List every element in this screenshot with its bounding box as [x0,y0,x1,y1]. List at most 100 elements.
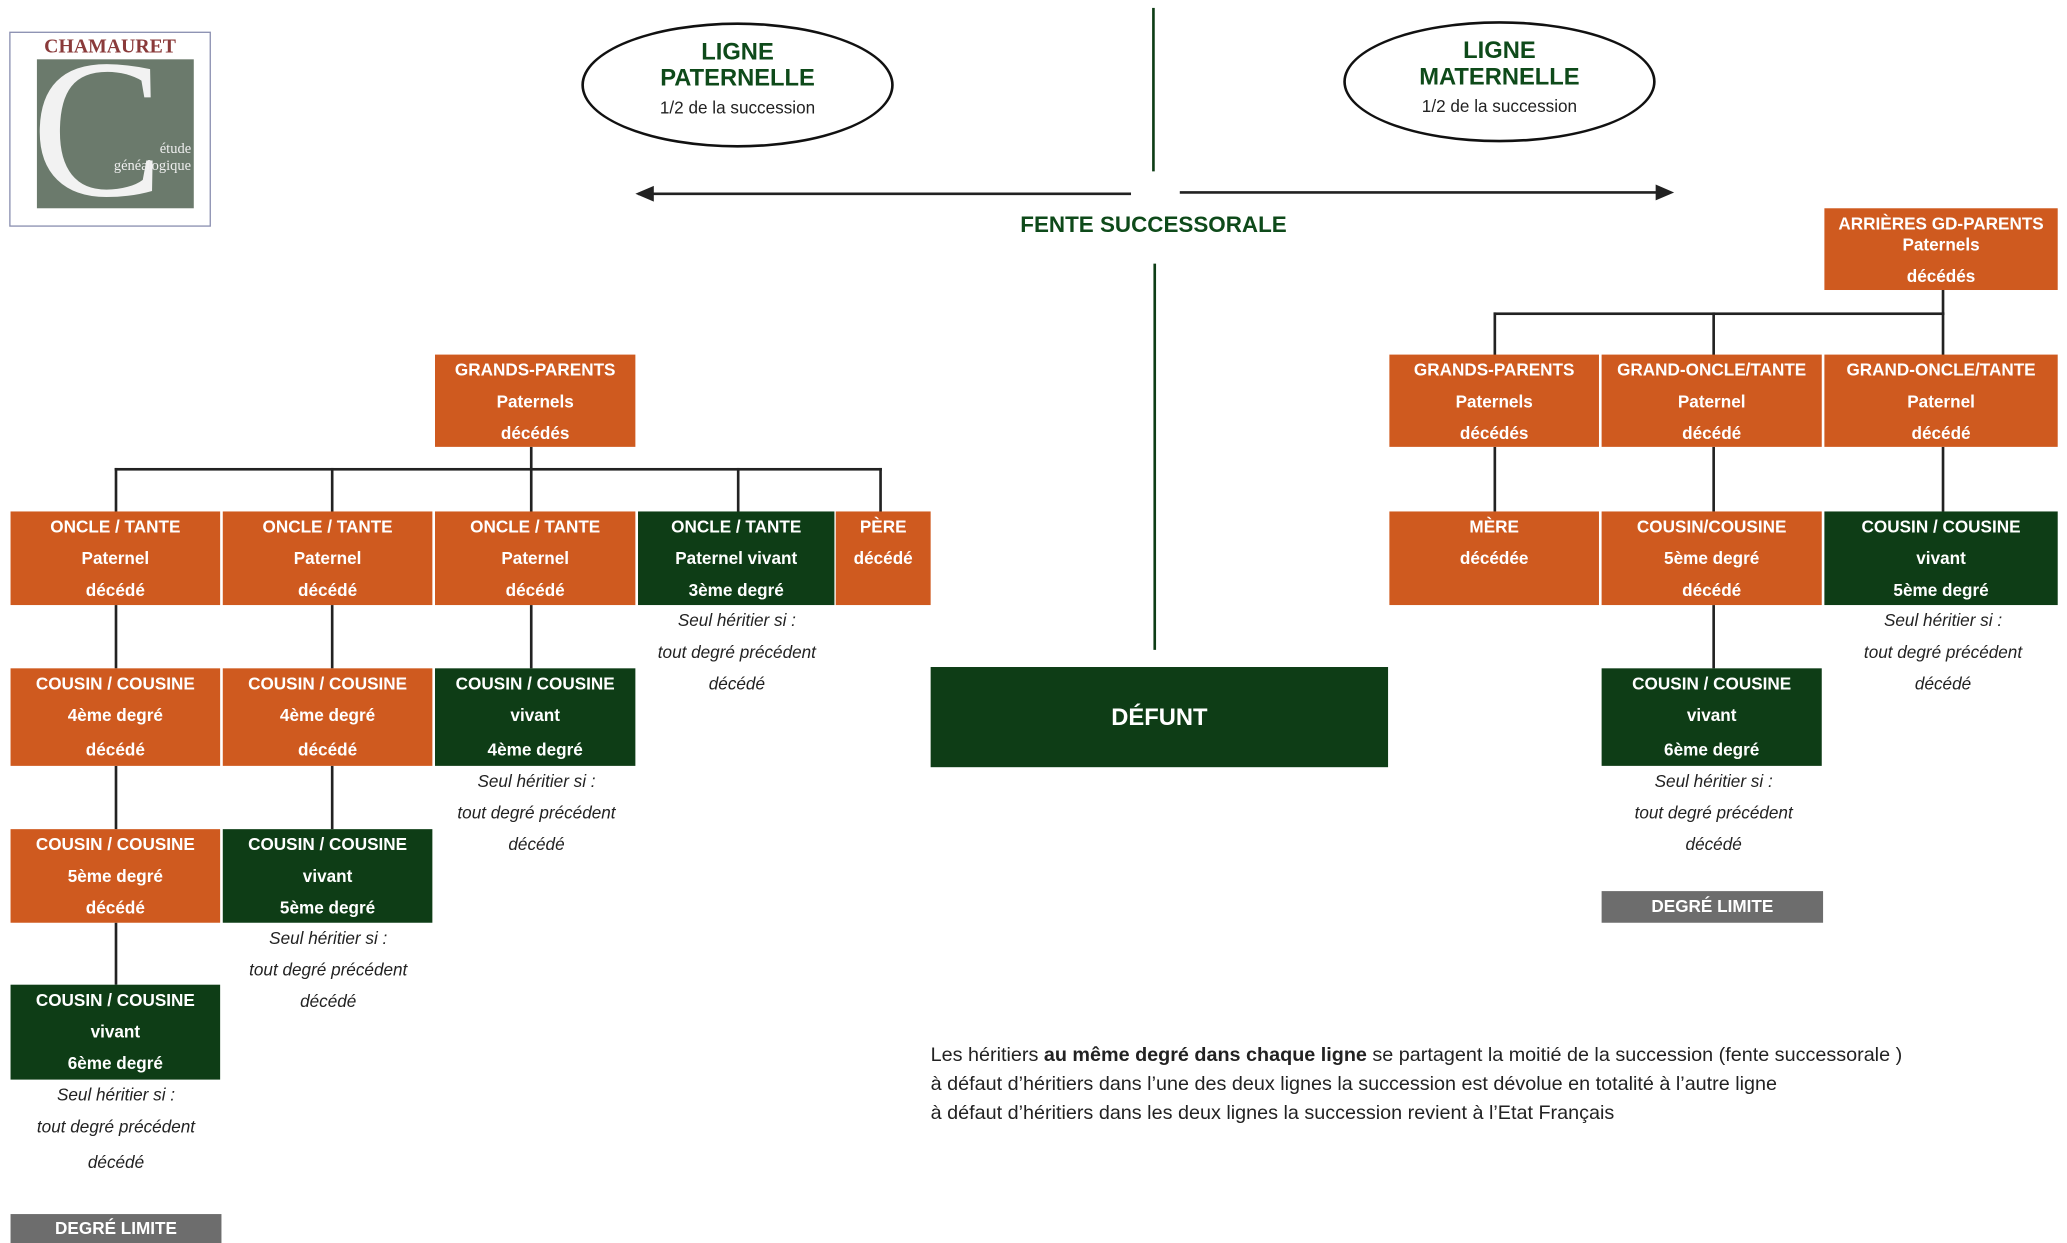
oncle-tante-box-1: ONCLE / TANTE Paternel décédé [10,511,221,606]
box-text-line: COUSIN/COUSINE [1636,516,1787,537]
box-text-line: ONCLE / TANTE [470,516,601,537]
legend-line-3: à défaut d’héritiers dans les deux ligne… [930,1102,1615,1125]
box-text-line: décédé [298,739,358,760]
box-text-line: décédé [853,548,913,569]
box-text-line: Seul héritier si : [677,610,796,631]
box-text-line: Paternel [501,548,570,569]
oncle-tante-box-3: ONCLE / TANTE Paternel décédé [435,511,636,606]
center-divider-top [1152,7,1155,172]
box-text-line: décédé [85,897,145,918]
box-text-line: décédé [87,1152,145,1172]
note-cousin-6-vivant-maternal: Seul héritier si : tout degré précédent dé… [1606,766,1822,861]
legend-line-2: à défaut d’héritiers dans l’une des deux… [930,1073,1778,1096]
box-text-line: COUSIN / COUSINE [455,673,615,694]
box-text-line: décédé [298,580,358,600]
maternal-line-ellipse: LIGNE MATERNELLE 1/2 de la succession [1343,21,1656,143]
box-text-line: COUSIN / COUSINE [1632,673,1792,694]
paternal-line-ellipse: LIGNE PATERNELLE 1/2 de la succession [581,22,894,148]
box-text-line: décédé [708,673,765,694]
degre-limite-maternal: DEGRÉ LIMITE [1601,891,1824,923]
connector-line [529,467,533,513]
connector-line [114,467,118,513]
box-text-line: Paternels [1455,391,1533,412]
connector-line [1712,312,1715,356]
connector-line [330,467,334,513]
box-text-line: décédés [500,423,570,443]
legend: Les héritiers au même degré dans chaque … [931,1041,2051,1128]
box-text-line: GRANDS-PARENTS [454,359,616,380]
connector-line [114,467,882,471]
connector-line [529,446,533,471]
box-text-line: COUSIN / COUSINE [35,834,195,855]
box-text-line: COUSIN / COUSINE [35,989,195,1010]
box-text-line: décédés [1906,266,1976,287]
box-text-line: décédé [508,834,565,855]
box-text-line: décédé [300,991,357,1012]
box-text-line: ONCLE / TANTE [262,516,393,537]
fente-arrows [635,184,1675,202]
logo-g-icon: C [31,19,164,239]
degre-limite-paternal: DEGRÉ LIMITE [10,1214,222,1243]
box-text-line: Seul héritier si : [56,1084,176,1105]
box-text-line: 5ème degré [1664,548,1760,569]
box-text-line: 5ème degré [67,866,163,886]
box-text-line: tout degré précédent [1634,802,1793,823]
box-text-line: Paternel [1677,391,1746,412]
fente-successorale-label: FENTE SUCCESSORALE [1020,212,1287,238]
connector-line [879,467,882,513]
legend-line-1: Les héritiers au même degré dans chaque … [930,1044,1903,1067]
connector-line [1493,312,1945,316]
connector-line [114,922,118,985]
box-text-line: décédé [1911,423,1971,443]
logo-subtitle: étude généalogique [113,141,192,175]
connector-line [1493,446,1497,512]
box-text-line: COUSIN / COUSINE [248,834,408,855]
box-text-line: décédé [505,580,565,600]
box-text-line: vivant [1916,548,1966,569]
note-cousin-6-vivant-paternal: Seul héritier si : tout degré précédent dé… [9,1080,223,1183]
box-text-line: ONCLE / TANTE [50,516,181,537]
box-text-line: décédé [1682,580,1742,600]
connector-line [1941,312,1945,356]
logo-name: CHAMAURET [44,36,176,59]
box-text-line: Paternel vivant [675,548,798,569]
connector-line [1941,290,1945,316]
cousin-5-box-1: COUSIN / COUSINE 5ème degré décédé [10,829,221,923]
box-text-line: décédé [1682,423,1742,443]
box-text-line: Seul héritier si : [1654,771,1773,791]
cousin-5-maternal-box: COUSIN/COUSINE 5ème degré décédé [1601,511,1822,606]
box-text-line: 6ème degré [67,1053,163,1074]
box-text-line: décédé [1914,673,1972,694]
connector-line [114,605,118,669]
box-text-line: décédé [85,580,145,600]
box-text-line: 5ème degré [1893,580,1989,600]
box-text-line: MÈRE [1469,516,1519,537]
logo: CHAMAURET C étude généalogique [9,19,211,239]
box-text-line: Paternel [81,548,150,569]
box-text-line: ONCLE / TANTE [671,516,802,537]
box-text-line: décédé [85,739,145,760]
box-text-line: tout degré précédent [1863,641,2023,662]
box-text-line: décédé [1685,834,1742,855]
connector-line [1712,446,1715,512]
box-text-line: tout degré précédent [36,1116,196,1137]
box-text-line: 4ème degré [487,739,583,760]
box-text-line: vivant [302,866,353,886]
connector-line [1941,446,1945,512]
box-text-line: COUSIN / COUSINE [248,673,408,694]
